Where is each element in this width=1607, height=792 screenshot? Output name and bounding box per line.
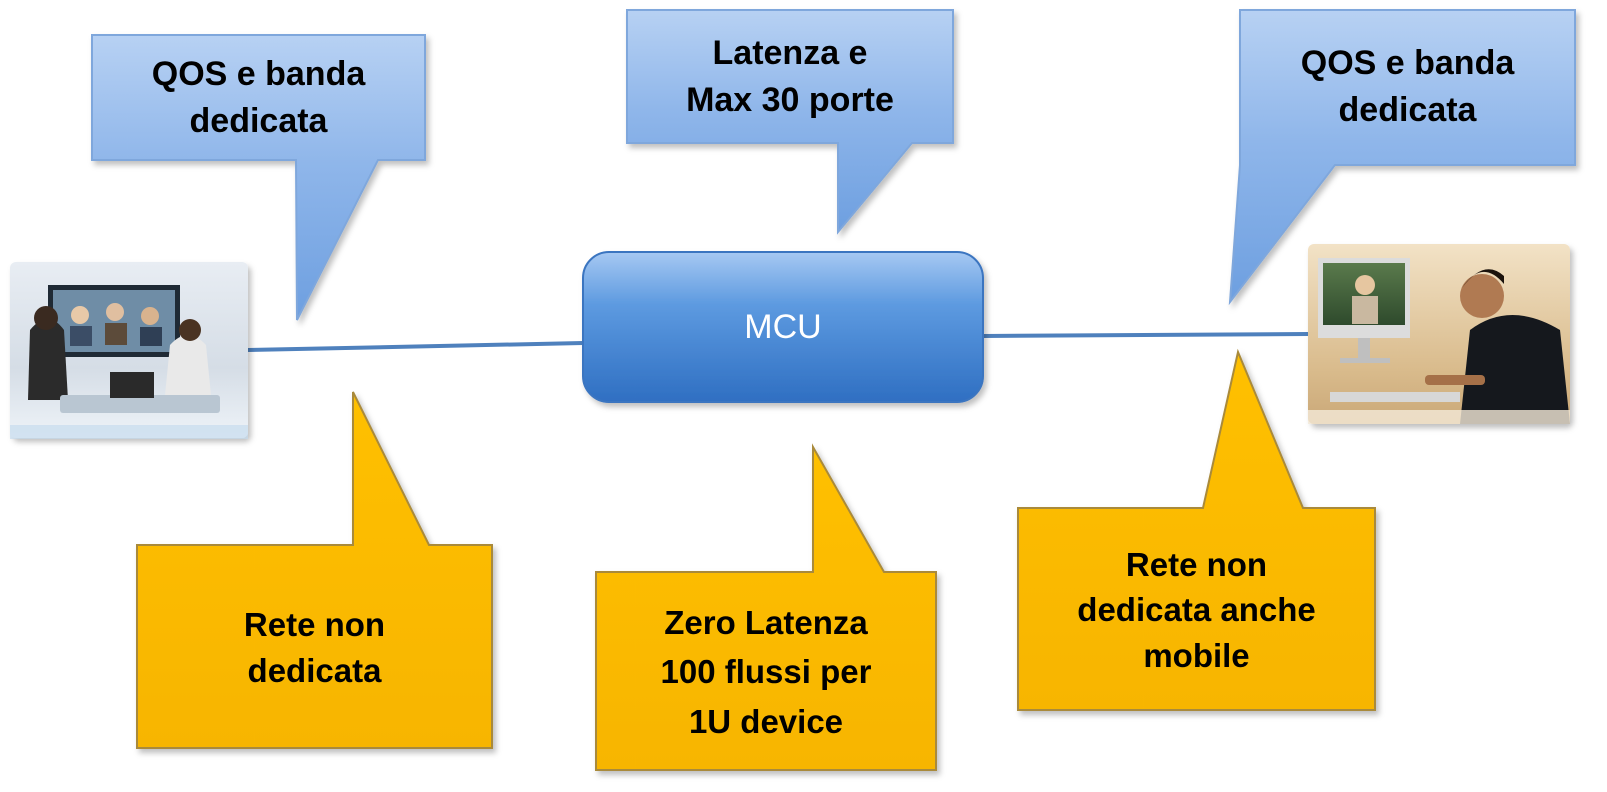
callout-left-top-text: QOS e banda dedicata [151, 54, 366, 140]
connector-left [247, 341, 584, 352]
callout-right-bottom [1017, 348, 1376, 711]
callout-right-top [1228, 9, 1576, 306]
callout-right-top-text: QOS e banda dedicata [1300, 44, 1515, 129]
mcu-label: MCU [744, 307, 822, 346]
callout-right-bottom-text: Rete non dedicata anche mobile [1077, 545, 1316, 674]
callout-left-bottom-text: Rete non dedicata [243, 606, 386, 689]
callout-center-bottom [595, 443, 937, 771]
connector-right [982, 332, 1309, 338]
callout-left-top [91, 34, 426, 321]
callout-center-top [626, 9, 954, 235]
callout-left-bottom [136, 391, 493, 749]
callout-center-bottom-text: Zero Latenza 100 flussi per 1U device [660, 603, 872, 740]
videoconference-room-photo-icon [10, 262, 248, 439]
mcu-node [582, 251, 984, 403]
desktop-videocall-photo-icon [1308, 244, 1570, 424]
callout-center-top-text: Latenza e Max 30 porte [686, 33, 894, 119]
